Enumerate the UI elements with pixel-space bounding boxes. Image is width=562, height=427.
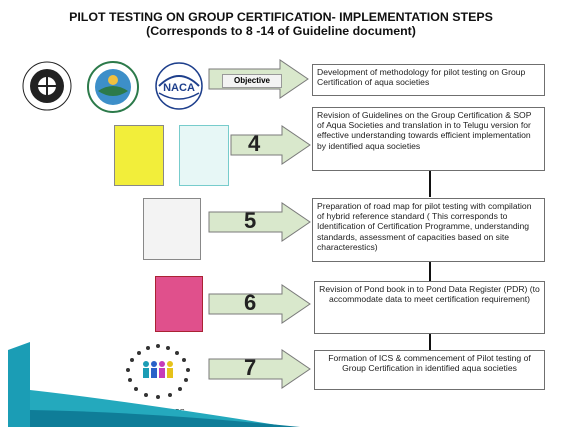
yellow-guideline-doc	[114, 125, 164, 186]
arrow-step-6	[208, 284, 311, 324]
step-4-text: Revision of Guidelines on the Group Cert…	[312, 107, 545, 171]
title-line-2: (Corresponds to 8 -14 of Guideline docum…	[146, 24, 416, 38]
objective-label: Objective	[222, 74, 282, 88]
logo-fish-board	[87, 61, 139, 113]
step-number-6: 6	[244, 290, 257, 315]
step-objective-text: Development of methodology for pilot tes…	[312, 64, 545, 96]
slide-title: PILOT TESTING ON GROUP CERTIFICATION- IM…	[0, 10, 562, 38]
teal-guideline-doc	[179, 125, 229, 186]
arrow-step-4	[230, 125, 311, 165]
reference-standard-doc	[143, 198, 201, 260]
connector-5-6	[429, 262, 431, 282]
logo-naca: NACA	[155, 62, 203, 110]
ics-committee-people-icon	[126, 344, 190, 399]
connector-4-5	[429, 171, 431, 197]
arrow-step-5	[208, 202, 311, 242]
step-7-text: Formation of ICS & commencement of Pilot…	[314, 350, 545, 390]
step-5-text: Preparation of road map for pilot testin…	[312, 198, 545, 262]
decorative-swoosh	[8, 342, 300, 427]
connector-6-7	[429, 334, 431, 354]
title-line-1: PILOT TESTING ON GROUP CERTIFICATION- IM…	[69, 10, 493, 24]
arrow-step-7	[208, 349, 311, 389]
step-6-text: Revision of Pond book in to Pond Data Re…	[314, 281, 545, 334]
logo-ministry	[22, 61, 72, 111]
step-number-4: 4	[248, 131, 261, 156]
naca-logo-text: NACA	[163, 82, 195, 94]
step-number-7: 7	[244, 355, 257, 380]
step-number-5: 5	[244, 208, 257, 233]
pond-data-register-doc	[155, 276, 203, 332]
